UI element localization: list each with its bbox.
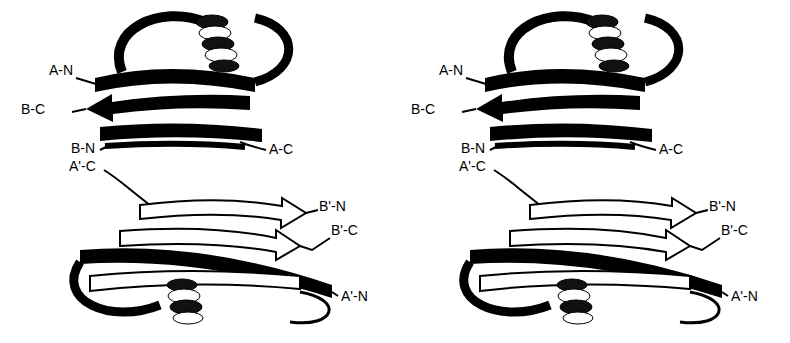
chain-terminus-label: B-C [20,101,46,117]
chain-terminus-label: A-N [48,62,74,78]
chain-terminus-label: A-N [438,62,464,78]
chain-terminus-label: B'-N [708,198,737,214]
chain-terminus-label: B-N [70,140,96,156]
chain-terminus-label: B-N [460,140,486,156]
chain-terminus-label: A'-C [458,158,487,174]
chain-terminus-label: B'-C [720,222,749,238]
chain-terminus-label: A-C [268,141,294,157]
chain-terminus-label: A-C [658,141,684,157]
chain-terminus-label: B'-C [330,222,359,238]
chain-terminus-label: A'-N [340,288,369,304]
chain-terminus-label: B-C [410,101,436,117]
chain-terminus-label: A'-C [68,158,97,174]
chain-terminus-label: B'-N [318,198,347,214]
chain-terminus-label: A'-N [730,288,759,304]
